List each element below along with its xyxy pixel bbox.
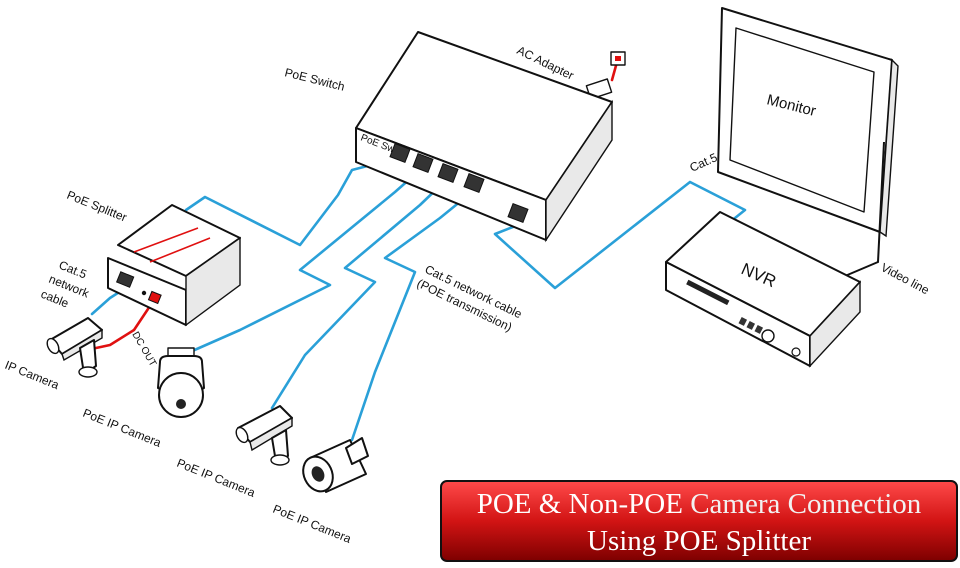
dome-camera-lens xyxy=(176,399,186,409)
poe-switch-side xyxy=(545,99,613,243)
cable-switch-to-splitter xyxy=(184,156,400,247)
nvr-front-button-2 xyxy=(746,320,756,330)
monitor-side xyxy=(879,58,899,238)
box-camera-mount xyxy=(270,454,290,466)
label-poe-ip-camera-1: PoE IP Camera xyxy=(81,406,164,450)
box-camera-lens xyxy=(235,426,249,444)
switch-port-4 xyxy=(463,172,485,194)
splitter-led xyxy=(141,290,147,296)
title-banner: POE & Non-POE Camera Connection Using PO… xyxy=(440,480,958,562)
ip-camera-housing-side xyxy=(61,328,103,362)
nvr-front-panel xyxy=(738,316,801,357)
label-poe-ip-camera-2: PoE IP Camera xyxy=(175,456,258,500)
switch-port-2 xyxy=(412,152,434,174)
ip-camera xyxy=(46,317,103,378)
cable-switch-to-nvr xyxy=(493,180,747,290)
splitter-lan-port xyxy=(115,271,135,288)
label-ip-camera: IP Camera xyxy=(3,358,62,393)
dome-camera-globe xyxy=(158,372,204,418)
nvr-front-button-3 xyxy=(754,324,764,334)
nvr: NVR xyxy=(665,211,861,368)
splitter-red-stripe xyxy=(133,227,211,263)
ip-camera-lens xyxy=(46,337,60,355)
ac-plug-pin xyxy=(615,56,621,61)
label-poe-ip-camera-3: PoE IP Camera xyxy=(271,502,354,546)
bullet-camera-bracket xyxy=(345,437,369,465)
poe-box-camera xyxy=(235,405,293,466)
box-camera-bracket xyxy=(271,429,289,463)
banner-line1-poe: POE xyxy=(477,488,532,520)
poe-dome-camera xyxy=(157,347,205,418)
cable-switch-to-dome-camera xyxy=(188,168,422,354)
switch-ports xyxy=(389,142,529,224)
nvr-power-button xyxy=(791,347,801,357)
splitter-side xyxy=(185,236,241,327)
label-dc-out: DC OUT xyxy=(129,330,158,369)
cable-switch-to-box-camera xyxy=(270,180,446,410)
cable-switch-to-bullet-camera xyxy=(350,190,474,442)
dc-power-cable xyxy=(94,298,156,350)
nvr-jog-dial xyxy=(761,329,775,343)
bullet-camera-lens xyxy=(311,466,325,482)
monitor-screen xyxy=(729,27,875,213)
switch-port-1 xyxy=(389,142,411,164)
label-poe-splitter: PoE Splitter xyxy=(65,188,129,225)
nvr-side xyxy=(809,280,861,368)
banner-line1-camera-connection: Camera Connection xyxy=(690,488,922,520)
ip-camera-bracket xyxy=(79,339,97,375)
title-banner-box xyxy=(440,480,958,562)
label-cat5-nvr: Cat.5 xyxy=(688,150,720,175)
monitor: Monitor xyxy=(717,7,899,277)
video-line-cable xyxy=(844,141,885,277)
poe-switch: PoE Switch xyxy=(355,31,613,243)
banner-line-1: POE & Non-POE Camera Connection xyxy=(477,488,922,520)
banner-line1-non-poe: & Non-POE xyxy=(531,488,690,520)
label-video-line: Video line xyxy=(879,260,932,297)
nvr-front-button-1 xyxy=(738,316,748,326)
switch-port-5 xyxy=(507,202,529,224)
nvr-disc-slot xyxy=(686,279,730,306)
ip-camera-mount xyxy=(78,366,98,378)
poe-bullet-camera xyxy=(302,437,369,493)
splitter-dc-port xyxy=(147,290,162,305)
switch-port-3 xyxy=(437,162,459,184)
label-poe-switch: PoE Switch xyxy=(283,65,346,93)
banner-line-2: Using POE Splitter xyxy=(587,525,811,557)
box-camera-housing-side xyxy=(249,416,293,452)
poe-splitter xyxy=(107,204,241,327)
